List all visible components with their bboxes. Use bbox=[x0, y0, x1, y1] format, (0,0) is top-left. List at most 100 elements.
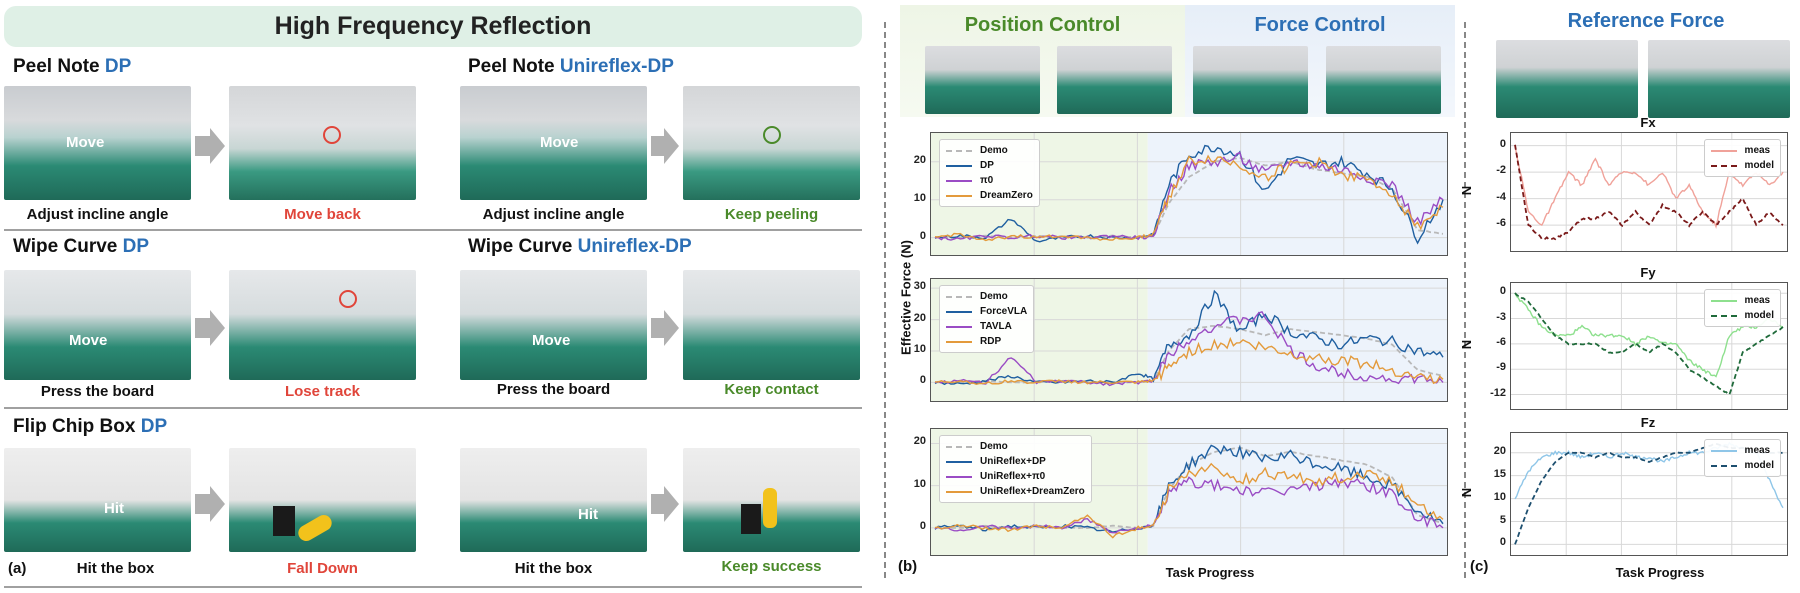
series-line bbox=[934, 144, 1444, 245]
panel-c-xlabel: Task Progress bbox=[1615, 565, 1705, 580]
legend-label: DP bbox=[980, 160, 994, 171]
panel-b-ylabel: Effective Force (N) bbox=[898, 240, 914, 355]
panel-label-a: (a) bbox=[8, 560, 27, 577]
photo-peel-unireflex-2 bbox=[683, 86, 860, 200]
legend-entry: meas bbox=[1710, 143, 1774, 158]
series-line bbox=[934, 476, 1444, 534]
caption: Hit the box bbox=[514, 560, 593, 577]
legend-entry: UniReflex+π0 bbox=[946, 469, 1085, 484]
legend-swatch bbox=[946, 310, 972, 313]
photo-flip-dp-2 bbox=[229, 448, 416, 552]
arrow-right-icon bbox=[651, 128, 679, 164]
series-line bbox=[934, 310, 1444, 387]
photo-reference-2 bbox=[1648, 40, 1790, 118]
caption: Press the board bbox=[496, 381, 611, 398]
series-line bbox=[935, 151, 1444, 241]
box-object bbox=[273, 506, 295, 536]
legend-entry: Demo bbox=[946, 289, 1027, 304]
legend-entry: model bbox=[1710, 308, 1774, 323]
series-line bbox=[1514, 144, 1784, 241]
legend-entry: model bbox=[1710, 458, 1774, 473]
photo-wipe-dp-2 bbox=[229, 270, 416, 380]
arrow-right-icon bbox=[195, 128, 225, 164]
force-control-head: Force Control bbox=[1254, 14, 1386, 36]
legend-swatch bbox=[1710, 164, 1737, 167]
legend-swatch bbox=[946, 460, 972, 463]
y-tick-label: 20 bbox=[913, 435, 926, 448]
arrow-right-icon bbox=[195, 486, 225, 522]
highlight-circle bbox=[339, 290, 357, 308]
chart-legend: meas model bbox=[1703, 139, 1781, 177]
position-control-head: Position Control bbox=[964, 14, 1121, 36]
photo-force-1 bbox=[1193, 46, 1308, 114]
legend-label: meas bbox=[1744, 295, 1771, 306]
panel-separator bbox=[884, 22, 886, 578]
caption: Move back bbox=[284, 206, 361, 223]
legend-swatch bbox=[946, 445, 972, 448]
caption: Adjust incline angle bbox=[26, 206, 169, 223]
row-divider bbox=[4, 407, 862, 409]
caption: Fall Down bbox=[287, 560, 358, 577]
legend-swatch bbox=[946, 164, 972, 167]
photo-wipe-dp-1: Move bbox=[4, 270, 191, 380]
legend-entry: UniReflex+DreamZero bbox=[946, 484, 1085, 499]
legend-label: Demo bbox=[980, 441, 1008, 452]
legend-entry: meas bbox=[1710, 443, 1774, 458]
chart-svg bbox=[1511, 283, 1787, 409]
y-tick-label: -4 bbox=[1496, 190, 1506, 203]
series-line bbox=[934, 325, 1444, 384]
legend-label: Demo bbox=[980, 145, 1008, 156]
photo-flip-unireflex-2 bbox=[683, 448, 860, 552]
legend-entry: ForceVLA bbox=[946, 304, 1027, 319]
caption: Lose track bbox=[284, 383, 361, 400]
photo-reference-1 bbox=[1496, 40, 1638, 118]
overlay-move-label: Move bbox=[532, 332, 571, 349]
y-tick-label: -6 bbox=[1496, 335, 1506, 348]
panel-label-b: (b) bbox=[898, 558, 918, 575]
series-line bbox=[1514, 292, 1784, 378]
row-divider bbox=[4, 229, 862, 231]
panel-a-banner: High Frequency Reflection bbox=[4, 6, 862, 47]
photo-peel-unireflex-1: Move bbox=[460, 86, 647, 200]
panel-b-xlabel: Task Progress bbox=[1165, 565, 1255, 580]
y-tick-label: 0 bbox=[1499, 137, 1506, 150]
legend-swatch bbox=[1710, 149, 1737, 152]
series-line bbox=[935, 336, 1444, 386]
row1-right-title: Peel Note Unireflex-DP bbox=[468, 56, 674, 77]
legend-entry: π0 bbox=[946, 173, 1033, 188]
y-tick-label: 10 bbox=[1493, 490, 1506, 503]
series-line bbox=[1514, 292, 1784, 396]
y-tick-label: 15 bbox=[1493, 467, 1506, 480]
legend-label: model bbox=[1744, 310, 1774, 321]
legend-swatch bbox=[1710, 449, 1737, 452]
legend-entry: Demo bbox=[946, 143, 1033, 158]
photo-force-2 bbox=[1326, 46, 1441, 114]
row2-right-title: Wipe Curve Unireflex-DP bbox=[468, 236, 692, 257]
legend-swatch bbox=[946, 179, 972, 182]
legend-swatch bbox=[946, 490, 972, 493]
legend-entry: DreamZero bbox=[946, 188, 1033, 203]
highlight-circle bbox=[323, 126, 341, 144]
legend-label: Demo bbox=[980, 291, 1008, 302]
photo-peel-dp-2 bbox=[229, 86, 416, 200]
caption: Keep success bbox=[721, 558, 822, 575]
row1-left-title: Peel Note DP bbox=[13, 56, 132, 77]
legend-swatch bbox=[1710, 314, 1737, 317]
photo-flip-unireflex-1: Hit bbox=[460, 448, 647, 552]
subplot-ylabel: N bbox=[1459, 339, 1475, 350]
plot-c-fx: meas model bbox=[1510, 132, 1788, 252]
legend-label: UniReflex+DreamZero bbox=[980, 486, 1085, 497]
caption: Adjust incline angle bbox=[482, 206, 625, 223]
reference-force-head: Reference Force bbox=[1567, 10, 1725, 32]
y-tick-label: 10 bbox=[913, 343, 926, 355]
overlay-hit-label: Hit bbox=[104, 500, 124, 517]
force-control-region bbox=[1147, 133, 1447, 255]
chip-can-object bbox=[295, 512, 335, 544]
y-tick-label: 10 bbox=[913, 191, 926, 204]
legend-label: model bbox=[1744, 160, 1774, 171]
legend-swatch bbox=[946, 295, 972, 298]
photo-position-1 bbox=[925, 46, 1040, 114]
